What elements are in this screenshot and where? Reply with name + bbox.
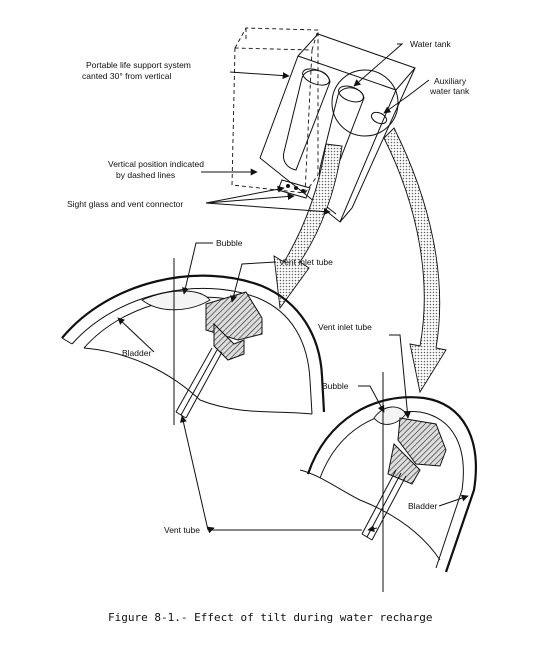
vent-inlet-tube-label-right: Vent inlet tube <box>318 322 372 332</box>
leader-lines <box>117 43 469 534</box>
vent-tube-label: Vent tube <box>164 525 200 535</box>
sight-glass-label: Sight glass and vent connector <box>67 199 183 209</box>
pointer-arrows <box>273 127 447 394</box>
vertical-label-line1: Vertical position indicated <box>108 159 204 169</box>
right-tank-section <box>299 396 477 573</box>
vertical-label-line2: by dashed lines <box>116 170 175 180</box>
figure-caption: Figure 8-1.- Effect of tilt during water… <box>108 611 433 624</box>
auxiliary-label-line1: Auxiliary <box>434 76 467 86</box>
bubble-label-right: Bubble <box>322 381 349 391</box>
bladder-label-right: Bladder <box>408 501 437 511</box>
bladder-label-left: Bladder <box>122 348 151 358</box>
plss-label-line1: Portable life support system <box>86 60 191 70</box>
auxiliary-label-line2: water tank <box>429 86 470 96</box>
plss-label-line2: canted 30° from vertical <box>82 71 171 81</box>
bubble-label-left: Bubble <box>216 238 243 248</box>
vent-inlet-tube-label-left: Vent inlet tube <box>279 257 333 267</box>
water-tank-label: Water tank <box>410 39 452 49</box>
